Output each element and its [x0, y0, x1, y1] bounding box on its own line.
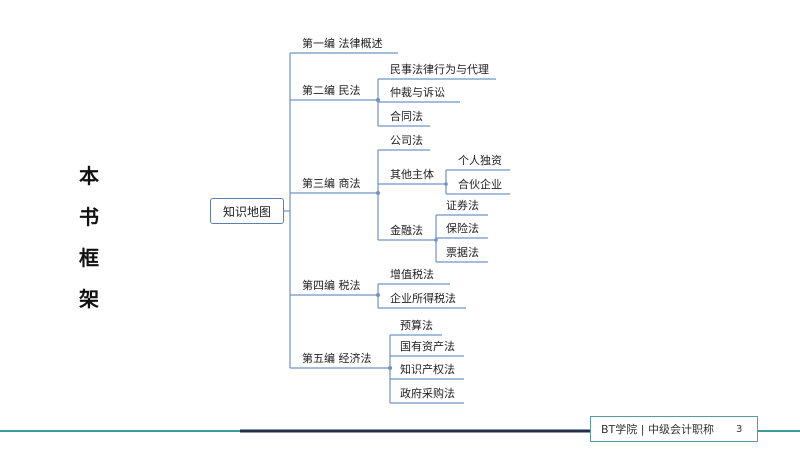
leaf-node: 合伙企业	[458, 178, 502, 191]
footer-badge: BT学院 | 中级会计职称 3	[590, 416, 758, 442]
subbranch-node: 其他主体	[390, 168, 434, 181]
leaf-node: 票据法	[446, 246, 479, 259]
leaf-node: 知识产权法	[400, 363, 455, 376]
subbranch-node: 金融法	[390, 224, 423, 237]
leaf-node: 公司法	[390, 134, 423, 147]
side-title-char: 书	[79, 205, 99, 229]
side-title-char: 框	[79, 246, 99, 270]
leaf-node: 证券法	[446, 199, 479, 212]
leaf-node: 仲裁与诉讼	[390, 86, 445, 99]
leaf-node: 合同法	[390, 110, 423, 123]
page-number: 3	[735, 423, 743, 435]
leaf-node: 企业所得税法	[390, 292, 456, 305]
branch-4: 第四编 税法	[302, 279, 361, 292]
branch-3: 第三编 商法	[302, 177, 361, 190]
branch-5: 第五编 经济法	[302, 352, 372, 365]
leaf-node: 预算法	[400, 319, 433, 332]
root-node: 知识地图	[210, 198, 284, 224]
footer-text: BT学院 | 中级会计职称	[601, 423, 714, 436]
branch-2: 第二编 民法	[302, 84, 361, 97]
leaf-node: 保险法	[446, 222, 479, 235]
leaf-node: 增值税法	[390, 268, 434, 281]
side-title-char: 本	[79, 164, 99, 188]
leaf-node: 民事法律行为与代理	[390, 63, 489, 76]
leaf-node: 政府采购法	[400, 387, 455, 400]
branch-1: 第一编 法律概述	[302, 37, 383, 50]
side-title: 本 书 框 架	[74, 160, 104, 312]
leaf-node: 国有资产法	[400, 340, 455, 353]
side-title-char: 架	[79, 287, 99, 311]
leaf-node: 个人独资	[458, 154, 502, 167]
